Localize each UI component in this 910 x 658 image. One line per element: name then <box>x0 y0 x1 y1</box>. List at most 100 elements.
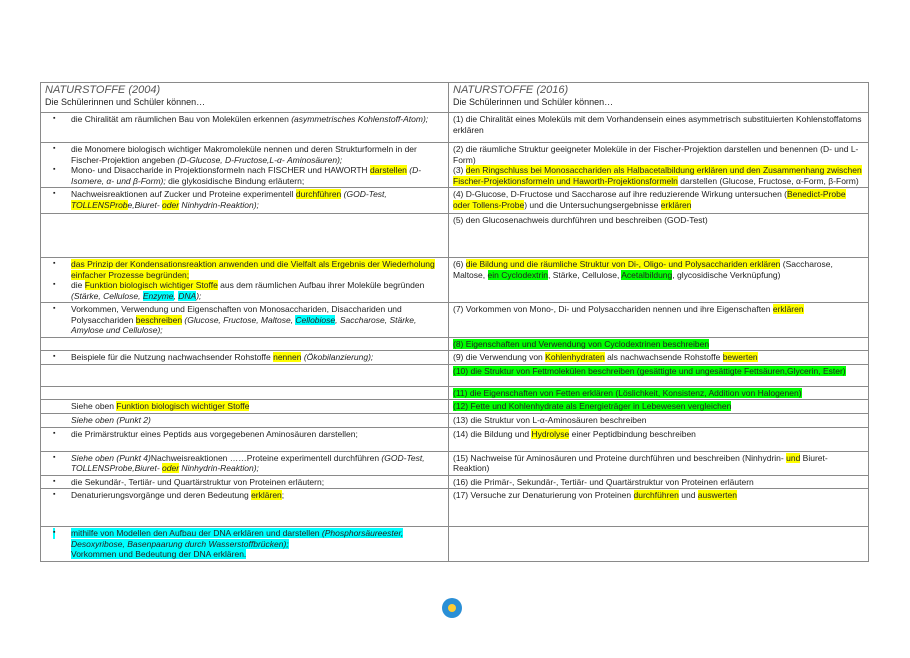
cell-left: ▪die Sekundär-, Tertiär- und Quartärstru… <box>40 474 449 489</box>
cell-left <box>40 385 449 400</box>
paragraph: (14) die Bildung und Hydrolyse einer Pep… <box>453 428 864 440</box>
cell-right: (15) Nachweise für Aminosäuren und Prote… <box>448 450 869 476</box>
bullet-icon: ▪ <box>53 429 56 437</box>
text-run: (16) die Primär-, Sekundär-, Tertiär- un… <box>453 476 754 487</box>
text-run: durchführen <box>633 490 679 500</box>
text-run: (GOD-Test, <box>341 189 387 199</box>
cell-right: (5) den Glucosenachweis durchführen und … <box>448 213 869 258</box>
list-item: ▪Mono- und Disaccharide in Projektionsfo… <box>45 165 444 186</box>
text-run: einer Peptidbindung beschreiben <box>569 428 696 439</box>
bullet-icon: ▪ <box>53 491 56 498</box>
table-row: (5) den Glucosenachweis durchführen und … <box>40 213 869 258</box>
text-run: (Glucose, Fructose, Maltose, <box>182 314 296 325</box>
text-run: (D-Isomere, α- und β-Form); <box>71 165 422 186</box>
table-row: ▪ mithilfe von Modellen den Aufbau der DN… <box>40 526 869 562</box>
text-run: , <box>173 290 179 301</box>
column-subtitle-2016: Die Schülerinnen und Schüler können… <box>453 97 614 107</box>
list-item: ▪das Prinzip der Kondensationsreaktion a… <box>45 259 444 280</box>
table-header-row: NATURSTOFFE (2004) Die Schülerinnen und … <box>40 82 869 113</box>
text-run: (10) die Struktur von Fettmolekülen besc… <box>453 365 846 376</box>
text-run: (11) die Eigenschaften von Fetten erklär… <box>453 387 802 398</box>
text-run: Kohlenhydraten <box>545 352 605 362</box>
text-run: Beispiele für die Nutzung nachwachsender… <box>71 352 274 362</box>
paragraph: (5) den Glucosenachweis durchführen und … <box>453 215 864 226</box>
text-run: Funktion biologisch wichtiger Stoffe <box>116 401 250 411</box>
paragraph: Vorkommen und Bedeutung der DNA erklären… <box>45 549 444 560</box>
text-run: nennen <box>273 352 302 362</box>
text-run: ; <box>281 490 285 500</box>
text-run: die Primärstruktur eines Peptids aus vor… <box>71 428 358 439</box>
cell-right <box>448 526 869 562</box>
paragraph: (10) die Struktur von Fettmolekülen besc… <box>453 365 864 377</box>
text-run: (5) den Glucosenachweis durchführen und … <box>453 215 708 225</box>
cell-right: (6) die Bildung und die räumliche Strukt… <box>448 257 869 303</box>
cell-left: ▪Siehe oben (Punkt 4)Nachweisreaktionen … <box>40 450 449 476</box>
text-run: Biuret-Reaktion) <box>453 452 828 474</box>
cell-left: ▪ Beispiele für die Nutzung nachwachsende… <box>40 350 449 365</box>
cell-right: (13) die Struktur von L-α-Aminosäuren be… <box>448 413 869 428</box>
list-item: ▪Nachweisreaktionen auf Zucker und Prote… <box>45 189 444 210</box>
text-run: ) und die Untersuchungsergebnisse <box>524 199 661 210</box>
paragraph: (8) Eigenschaften und Verwendung von Cyc… <box>453 338 864 350</box>
text-run: die Sekundär-, Tertiär- und Quartärstruk… <box>71 476 325 487</box>
text-run: und <box>786 452 801 463</box>
cell-left: Siehe oben Funktion biologisch wichtiger… <box>40 399 449 414</box>
paragraph: (4) D-Glucose, D-Fructose und Saccharose… <box>453 189 864 210</box>
cell-left: ▪ mithilfe von Modellen den Aufbau der DN… <box>40 526 449 562</box>
list-item: ▪Denaturierungsvorgänge und deren Bedeut… <box>45 490 444 501</box>
paragraph: (7) Vorkommen von Mono-, Di- und Polysac… <box>453 304 864 315</box>
text-run: die Monomere biologisch wichtiger Makrom… <box>71 144 417 165</box>
bullet-icon: ▪ <box>53 353 56 360</box>
text-run: (D-Glucose, D-Fructose,L-α- Aminosäuren)… <box>177 154 343 165</box>
text-run: (15) Nachweise für Aminosäuren und Prote… <box>453 452 787 463</box>
text-run: das Prinzip der Kondensationsreaktion an… <box>71 259 435 280</box>
paragraph: (16) die Primär-, Sekundär-, Tertiär- un… <box>453 477 864 488</box>
cell-left <box>40 213 449 258</box>
table-row: ▪Nachweisreaktionen auf Zucker und Prote… <box>40 187 869 214</box>
cell-right: (4) D-Glucose, D-Fructose und Saccharose… <box>448 187 869 214</box>
text-run: Cellobiose <box>295 314 336 325</box>
text-run: (6) <box>453 259 466 269</box>
table-row: (11) die Eigenschaften von Fetten erklär… <box>40 385 869 400</box>
bullet-icon: ▪ <box>53 166 56 173</box>
table-row: (10) die Struktur von Fettmolekülen besc… <box>40 363 869 387</box>
list-item: ▪ die Primärstruktur eines Peptids aus vo… <box>45 429 444 440</box>
text-run: mithilfe von Modellen den Aufbau der DNA… <box>71 528 322 538</box>
table-row: ▪das Prinzip der Kondensationsreaktion a… <box>40 257 869 303</box>
paragraph: (2) die räumliche Struktur geeigneter Mo… <box>453 144 864 165</box>
list-item: ▪die Chiralität am räumlichen Bau von Mo… <box>45 114 444 125</box>
text-run: (Saccharose, Maltose, <box>453 259 833 280</box>
text-run: (2) die räumliche Struktur geeigneter Mo… <box>453 144 859 165</box>
paragraph: (15) Nachweise für Aminosäuren und Prote… <box>453 452 864 474</box>
table-row: ▪ die Monomere biologisch wichtiger Makro… <box>40 142 869 188</box>
text-run: (13) die Struktur von L-α-Aminosäuren be… <box>453 415 647 425</box>
table-row: Siehe oben Funktion biologisch wichtiger… <box>40 399 869 414</box>
text-run: TOLLENSProb <box>71 199 128 210</box>
cell-right: (16) die Primär-, Sekundär-, Tertiär- un… <box>448 474 869 489</box>
text-run: (Ökobilanzierung); <box>301 352 374 362</box>
text-run: Nachweisreaktionen ……Proteine experiment… <box>150 452 382 463</box>
column-title-2004: NATURSTOFFE (2004) <box>45 84 161 96</box>
cell-right: (14) die Bildung und Hydrolyse einer Pep… <box>448 426 869 452</box>
text-run: auswerten <box>697 490 737 500</box>
text-run: Acetalbildung <box>621 269 673 280</box>
text-run: (4) D-Glucose, D-Fructose und Saccharose… <box>453 189 788 199</box>
list-item: ▪die Sekundär-, Tertiär- und Quartärstru… <box>45 477 444 488</box>
cell-left <box>40 363 449 387</box>
paragraph: (11) die Eigenschaften von Fetten erklär… <box>453 387 864 399</box>
text-run: durchführen <box>295 189 342 199</box>
bullet-icon: ▪ <box>53 528 56 539</box>
text-run: erklären <box>251 490 282 500</box>
text-run: darstellen <box>370 165 407 175</box>
text-run: bewerten <box>722 352 758 362</box>
cell-right: (12) Fette und Kohlenhydrate als Energie… <box>448 399 869 414</box>
text-run: Ninhydrin-Reaktion); <box>179 463 259 473</box>
text-run: (8) Eigenschaften und Verwendung von Cyc… <box>453 338 710 349</box>
paragraph: Siehe oben (Punkt 2) <box>45 415 444 426</box>
paragraph: (9) die Verwendung von Kohlenhydraten al… <box>453 352 864 363</box>
text-run: , glycosidische Verknüpfung) <box>672 269 781 280</box>
text-run: Vorkommen und Bedeutung der DNA erklären… <box>71 549 247 559</box>
text-run: (Stärke, Cellulose, <box>71 290 143 301</box>
bullet-icon: ▪ <box>53 145 56 152</box>
text-run: beschreiben <box>135 314 183 325</box>
